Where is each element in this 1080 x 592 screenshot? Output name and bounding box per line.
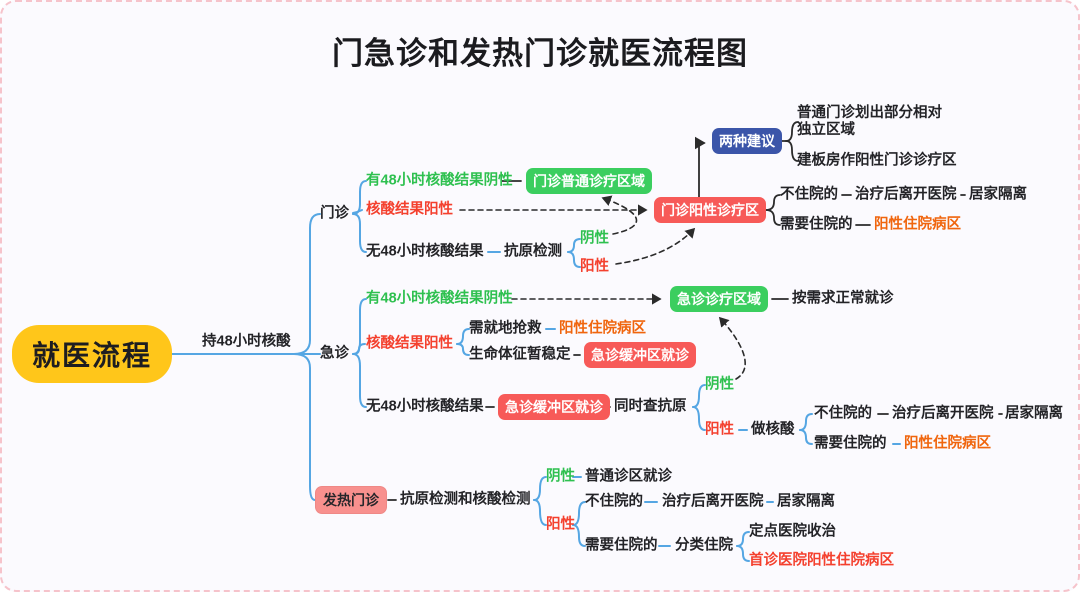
node-antigen-test: 抗原检测 xyxy=(504,243,562,260)
node-em-no-48h: 无48小时核酸结果 xyxy=(366,398,484,415)
node-fever-designated: 定点医院收治 xyxy=(749,523,836,540)
node-em-48h-negative: 有48小时核酸结果阴性 xyxy=(366,290,513,307)
node-em-nucleic-positive: 核酸结果阳性 xyxy=(366,335,453,352)
node-em-buffer-area-2: 急诊缓冲区就诊 xyxy=(498,394,610,420)
node-suggestion-2: 建板房作阳性门诊诊疗区 xyxy=(797,152,957,169)
node-em-antigen-positive: 阳性 xyxy=(705,421,734,438)
node-outpatient-normal-area: 门诊普通诊疗区域 xyxy=(526,168,652,194)
page-title: 门急诊和发热门诊就医流程图 xyxy=(332,36,748,71)
node-em-positive-ward-1: 阳性住院病区 xyxy=(559,320,646,337)
suggestion-1-line-2: 独立区域 xyxy=(797,122,855,138)
node-em-check-antigen: 同时查抗原 xyxy=(614,398,687,415)
node-op-home-quarantine: 居家隔离 xyxy=(969,186,1027,203)
node-em-leave-after-treatment: 治疗后离开医院 xyxy=(892,405,994,422)
node-fever-negative: 阴性 xyxy=(546,468,575,485)
node-fever-clinic: 发热门诊 xyxy=(315,486,387,514)
node-suggestion-1: 普通门诊划出部分相对 独立区域 xyxy=(797,105,942,139)
node-outpatient-positive-area: 门诊阳性诊疗区 xyxy=(654,197,766,223)
node-em-do-nucleic: 做核酸 xyxy=(751,421,795,438)
root-node: 就医流程 xyxy=(12,325,173,383)
node-op-positive-ward: 阳性住院病区 xyxy=(874,216,961,233)
node-fever-classified: 分类住院 xyxy=(675,537,733,554)
root-edge-label: 持48小时核酸 xyxy=(202,333,291,350)
node-fever-leave-after-treatment: 治疗后离开医院 xyxy=(662,493,764,510)
node-em-treatment-area: 急诊诊疗区域 xyxy=(670,286,768,312)
node-op-leave-after-treatment: 治疗后离开医院 xyxy=(855,186,957,203)
suggestion-1-line-1: 普通门诊划出部分相对 xyxy=(797,105,942,121)
node-em-rescue: 需就地抢救 xyxy=(469,320,542,337)
node-em-normal-visit: 按需求正常就诊 xyxy=(792,290,894,307)
node-fever-tests: 抗原检测和核酸检测 xyxy=(400,491,531,508)
node-emergency: 急诊 xyxy=(320,345,349,362)
node-outpatient-nucleic-positive: 核酸结果阳性 xyxy=(366,201,453,218)
node-op-need-hospitalized: 需要住院的 xyxy=(780,216,853,233)
node-em-home-quarantine: 居家隔离 xyxy=(1005,405,1063,422)
node-fever-first-visit-ward: 首诊医院阳性住院病区 xyxy=(749,552,894,569)
node-antigen-negative: 阴性 xyxy=(580,230,609,247)
node-fever-not-hospitalized: 不住院的 xyxy=(585,493,643,510)
node-em-not-hospitalized: 不住院的 xyxy=(814,405,872,422)
node-em-stable: 生命体征暂稳定 xyxy=(469,346,571,363)
node-outpatient-48h-negative: 有48小时核酸结果阴性 xyxy=(366,172,513,189)
node-outpatient-no-48h: 无48小时核酸结果 xyxy=(366,243,484,260)
node-em-positive-ward-2: 阳性住院病区 xyxy=(904,435,991,452)
node-fever-need-hospitalized: 需要住院的 xyxy=(585,537,658,554)
node-em-need-hospitalized: 需要住院的 xyxy=(814,435,887,452)
node-outpatient: 门诊 xyxy=(320,205,349,222)
node-two-suggestions: 两种建议 xyxy=(712,128,782,154)
node-fever-normal-clinic: 普通诊区就诊 xyxy=(585,468,672,485)
node-em-antigen-negative: 阴性 xyxy=(705,376,734,393)
node-em-buffer-area-1: 急诊缓冲区就诊 xyxy=(584,342,696,368)
node-antigen-positive: 阳性 xyxy=(580,258,609,275)
node-op-not-hospitalized: 不住院的 xyxy=(780,186,838,203)
node-fever-positive: 阳性 xyxy=(546,516,575,533)
node-fever-home-quarantine: 居家隔离 xyxy=(777,493,835,510)
